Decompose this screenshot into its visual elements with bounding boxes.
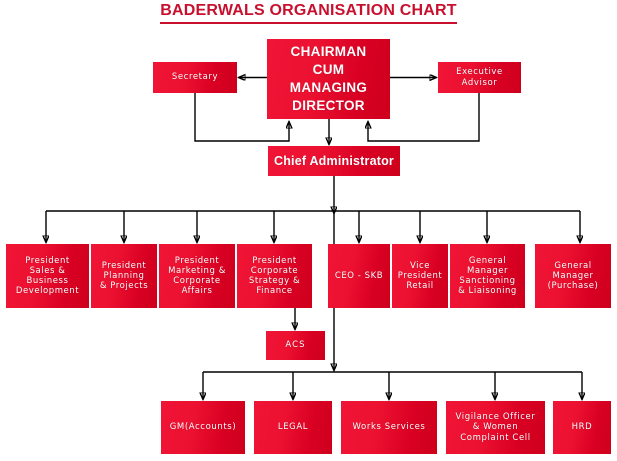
node-acs[interactable]: ACS [266,331,325,360]
node-secretary[interactable]: Secretary [153,62,237,93]
page-title-text: BADERWALS ORGANISATION CHART [160,2,457,24]
node-gm-accounts[interactable]: GM(Accounts) [161,401,245,454]
node-label: HRD [571,422,593,433]
node-legal[interactable]: LEGAL [254,401,332,454]
node-label: GM(Accounts) [169,422,237,433]
page-title: BADERWALS ORGANISATION CHART [0,2,617,24]
node-label: Chief Administrator [273,153,394,168]
node-label: LEGAL [277,422,309,433]
node-label: CEO - SKB [334,270,384,281]
node-label: Secretary [171,72,219,83]
node-hrd[interactable]: HRD [553,401,611,454]
node-ceo-skb[interactable]: CEO - SKB [328,244,390,308]
node-works-services[interactable]: Works Services [341,401,437,454]
node-label: ACS [285,340,306,351]
node-label: Works Services [352,422,426,433]
node-chief-administrator[interactable]: Chief Administrator [268,146,400,176]
